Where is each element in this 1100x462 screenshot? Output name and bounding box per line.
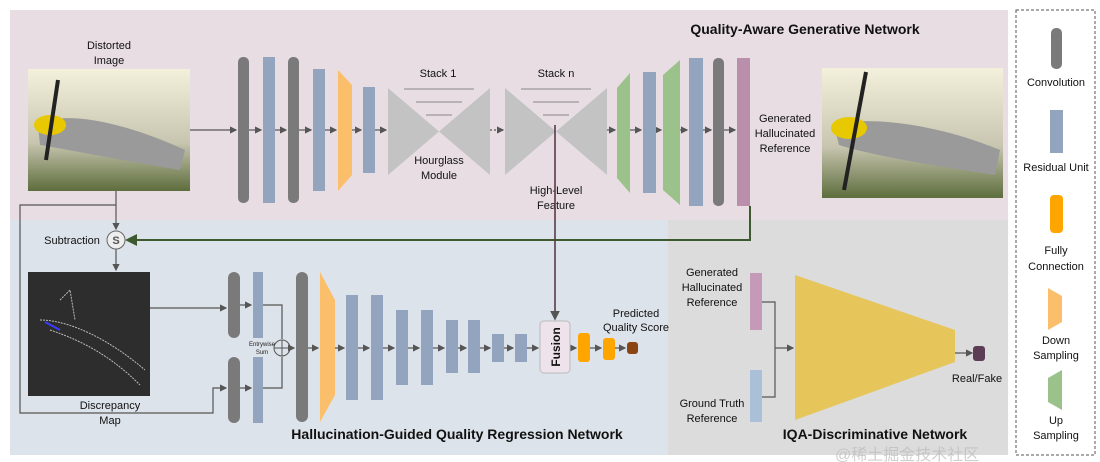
conv-block [288,57,299,203]
generative-title: Quality-Aware Generative Network [690,21,919,37]
disc-gen-label: Generated [686,267,738,279]
feature-label: Feature [537,200,575,212]
subtraction-node [106,230,126,250]
discrepancy-map-image [28,272,150,396]
residual-block [689,58,703,206]
discriminative-title: IQA-Discriminative Network [783,426,968,442]
hourglass-module-n [505,88,607,175]
residual-block [253,357,263,423]
fusion-label: Fusion [549,327,563,366]
residual-block [263,57,275,203]
subtraction-symbol: S [112,235,119,247]
output-label: Hallucinated [755,128,816,140]
legend-up-label: Sampling [1033,430,1079,442]
down-sampling-block [338,70,352,191]
input-label: Distorted [87,40,131,52]
legend-down-sampling-icon [1048,288,1062,330]
fc-block [578,333,590,362]
sum-label: Entrywise [249,342,276,348]
legend-convolution-label: Convolution [1027,77,1085,89]
stack-1-label: Stack 1 [420,68,457,80]
residual-stack [346,295,527,400]
conv-block [238,57,249,203]
hallucinated-image [822,68,1003,198]
fc-block [603,338,615,360]
down-sampling-block [320,272,335,422]
disc-gt-label: Ground Truth [680,398,745,410]
discriminator-block [795,275,955,420]
legend-down-label: Down [1042,335,1070,347]
map-label: Discrepancy [80,400,141,412]
hourglass-label: Hourglass [414,155,464,167]
output-label: Generated [759,113,811,125]
disc-gt-label: Reference [687,413,738,425]
score-label: Quality Score [603,322,669,334]
fusion-block [539,320,571,374]
subtraction-label: Subtraction [44,235,100,247]
legend-fc-label: Fully [1044,245,1068,257]
sum-label: Sum [256,350,268,356]
distorted-image [28,69,190,191]
up-sampling-block [617,73,630,193]
legend-residual-label: Residual Unit [1023,162,1088,174]
legend-fc-label: Connection [1028,261,1084,273]
hallucinated-input-block [750,273,762,330]
conv-block [296,272,308,422]
score-label: Predicted [613,308,659,320]
disc-gen-label: Reference [687,297,738,309]
feature-label: High-Level [530,185,583,197]
map-label: Map [99,415,120,427]
conv-block [713,58,724,206]
hallucinated-output-block [737,58,750,206]
stack-n-label: Stack n [538,68,575,80]
hourglass-label: Module [421,170,457,182]
regression-title: Hallucination-Guided Quality Regression … [291,426,623,442]
output-label: Reference [760,143,811,155]
legend-up-label: Up [1049,415,1063,427]
watermark: @稀土掘金技术社区 [835,446,979,462]
real-fake-label: Real/Fake [952,373,1002,385]
conv-block [228,357,240,423]
input-label: Image [94,55,125,67]
residual-block [363,87,375,173]
quality-score-output [627,342,638,354]
residual-block [643,72,656,193]
up-sampling-block [663,60,680,205]
real-fake-output [973,346,985,361]
legend-up-sampling-icon [1048,370,1062,410]
legend-residual-icon [1050,110,1063,153]
ground-truth-block [750,370,762,422]
legend-convolution-icon [1051,28,1062,69]
disc-gen-label: Hallucinated [682,282,743,294]
legend-fc-icon [1050,195,1063,233]
residual-block [253,272,263,338]
conv-block [228,272,240,338]
hourglass-module-1 [388,88,490,175]
legend-down-label: Sampling [1033,350,1079,362]
residual-block [313,69,325,191]
